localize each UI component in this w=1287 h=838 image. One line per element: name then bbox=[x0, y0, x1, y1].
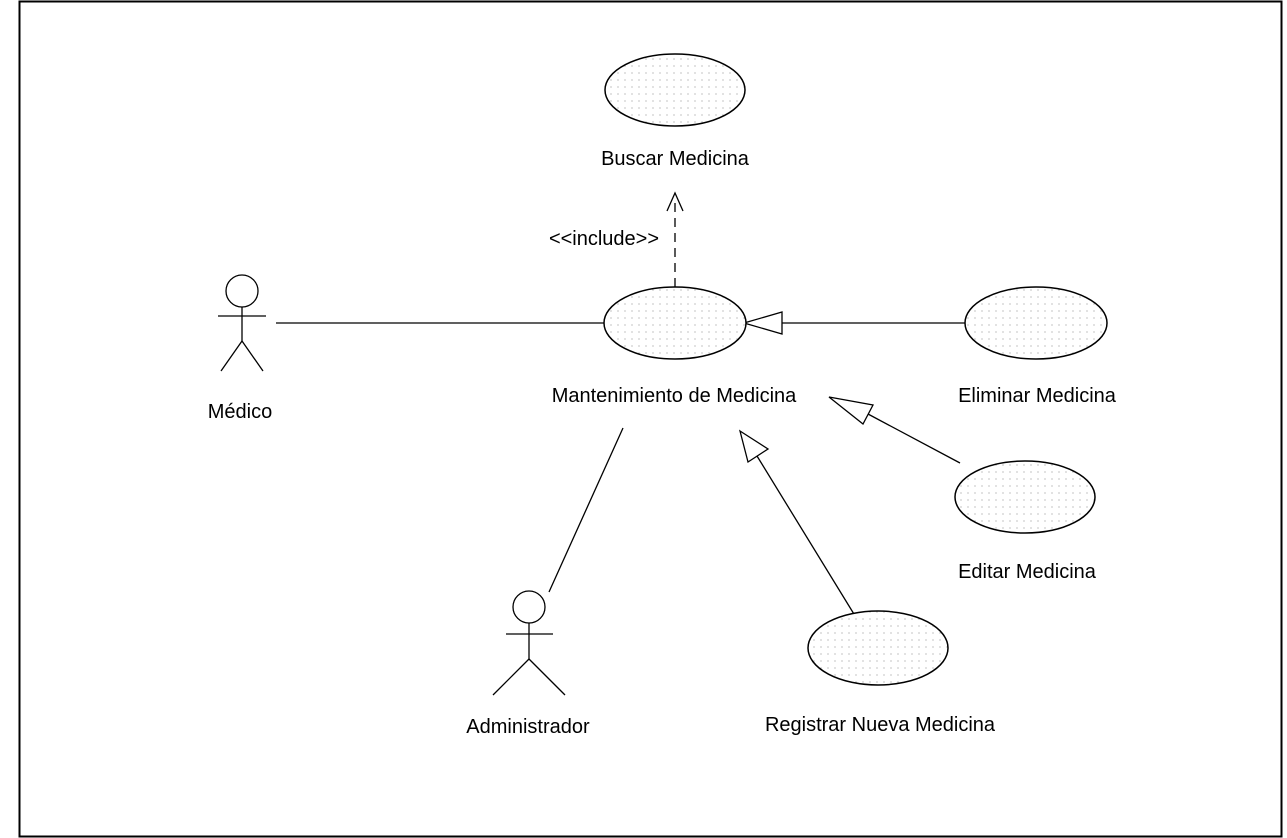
use-case-registrar bbox=[807, 610, 949, 686]
label-buscar-medicina: Buscar Medicina bbox=[601, 148, 750, 170]
generalization-eliminar-arrowhead bbox=[741, 311, 783, 335]
diagram-frame bbox=[18, 0, 1283, 838]
generalization-registrar-arrowhead bbox=[738, 429, 770, 464]
generalization-editar bbox=[867, 413, 961, 464]
label-eliminar-medicina: Eliminar Medicina bbox=[958, 385, 1117, 407]
association-administrador bbox=[548, 427, 624, 593]
use-case-buscar bbox=[604, 53, 746, 127]
label-medico: Médico bbox=[208, 401, 272, 423]
include-arrowhead bbox=[666, 191, 684, 212]
actor-administrador bbox=[492, 590, 566, 696]
actor-medico bbox=[218, 274, 266, 372]
generalization-editar-arrowhead bbox=[828, 396, 874, 425]
label-editar-medicina: Editar Medicina bbox=[958, 561, 1097, 583]
use-case-mantenimiento bbox=[603, 286, 747, 360]
generalization-registrar bbox=[756, 455, 858, 620]
use-case-eliminar bbox=[964, 286, 1108, 360]
label-include: <<include>> bbox=[549, 228, 659, 250]
label-mantenimiento-de-medicina: Mantenimiento de Medicina bbox=[552, 385, 797, 407]
use-case-editar bbox=[954, 460, 1096, 534]
label-administrador: Administrador bbox=[466, 716, 590, 738]
label-registrar-nueva-medicina: Registrar Nueva Medicina bbox=[765, 714, 996, 736]
